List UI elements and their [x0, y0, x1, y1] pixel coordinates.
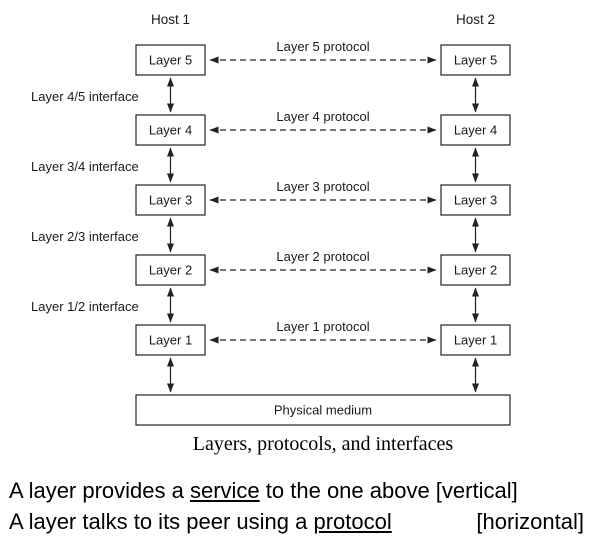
protocol-label-2: Layer 2 protocol [276, 249, 369, 264]
figure-caption: Layers, protocols, and interfaces [193, 433, 454, 455]
layer1-box-left [135, 324, 206, 356]
layer5-box-right [440, 44, 511, 76]
layer4-box-left [135, 114, 206, 146]
note-line-1: A layer provides a service to the one ab… [9, 476, 584, 507]
note2-suffix: [horizontal] [476, 508, 584, 534]
note-line-2: A layer talks to its peer using a protoc… [9, 507, 584, 538]
layer1-label-right: Layer 1 [454, 333, 497, 348]
layer4-label-right: Layer 4 [454, 123, 497, 138]
note2-main: A layer talks to its peer using a protoc… [9, 507, 392, 538]
physical-medium-box [135, 394, 511, 426]
notes: A layer provides a service to the one ab… [9, 476, 584, 538]
interface-labels: Layer 4/5 interface Layer 3/4 interface … [31, 89, 139, 314]
protocol-label-5: Layer 5 protocol [276, 39, 369, 54]
layer2-box-right [440, 254, 511, 286]
layer3-box-right [440, 184, 511, 216]
layer5-label-left: Layer 5 [149, 53, 192, 68]
layer4-box-right [440, 114, 511, 146]
layer3-box-left [135, 184, 206, 216]
host2-stack: Layer 5 Layer 4 Layer 3 Layer 2 Layer 1 [440, 44, 511, 356]
note2-underlined-protocol: protocol [313, 508, 392, 534]
protocol-label-1: Layer 1 protocol [276, 319, 369, 334]
host2-label: Host 2 [456, 12, 495, 27]
interface-label-12: Layer 1/2 interface [31, 299, 139, 314]
host1-stack: Layer 5 Layer 4 Layer 3 Layer 2 Layer 1 [135, 44, 206, 356]
layers-protocols-diagram: Host 1 Host 2 Layer 5 Layer 4 Layer 3 La… [31, 12, 511, 455]
interface-label-34: Layer 3/4 interface [31, 159, 139, 174]
host1-label: Host 1 [151, 12, 190, 27]
layer2-label-right: Layer 2 [454, 263, 497, 278]
layer1-label-left: Layer 1 [149, 333, 192, 348]
protocol-label-3: Layer 3 protocol [276, 179, 369, 194]
layer3-label-right: Layer 3 [454, 193, 497, 208]
note2-prefix: A layer talks to its peer using a [9, 508, 314, 534]
layer1-box-right [440, 324, 511, 356]
layer5-box-left [135, 44, 206, 76]
layer2-box-left [135, 254, 206, 286]
protocol-label-4: Layer 4 protocol [276, 109, 369, 124]
note1-prefix: A layer provides a [9, 478, 190, 503]
layer2-label-left: Layer 2 [149, 263, 192, 278]
layer4-label-left: Layer 4 [149, 123, 192, 138]
protocol-arrows: Layer 5 protocol Layer 4 protocol Layer … [209, 39, 437, 344]
layer5-label-right: Layer 5 [454, 53, 497, 68]
note1-underlined-service: service [189, 478, 260, 503]
note1-suffix: to the one above [vertical] [259, 478, 518, 503]
layer3-label-left: Layer 3 [149, 193, 192, 208]
interface-label-23: Layer 2/3 interface [31, 229, 139, 244]
physical-medium-label: Physical medium [274, 403, 372, 418]
interface-label-45: Layer 4/5 interface [31, 89, 139, 104]
